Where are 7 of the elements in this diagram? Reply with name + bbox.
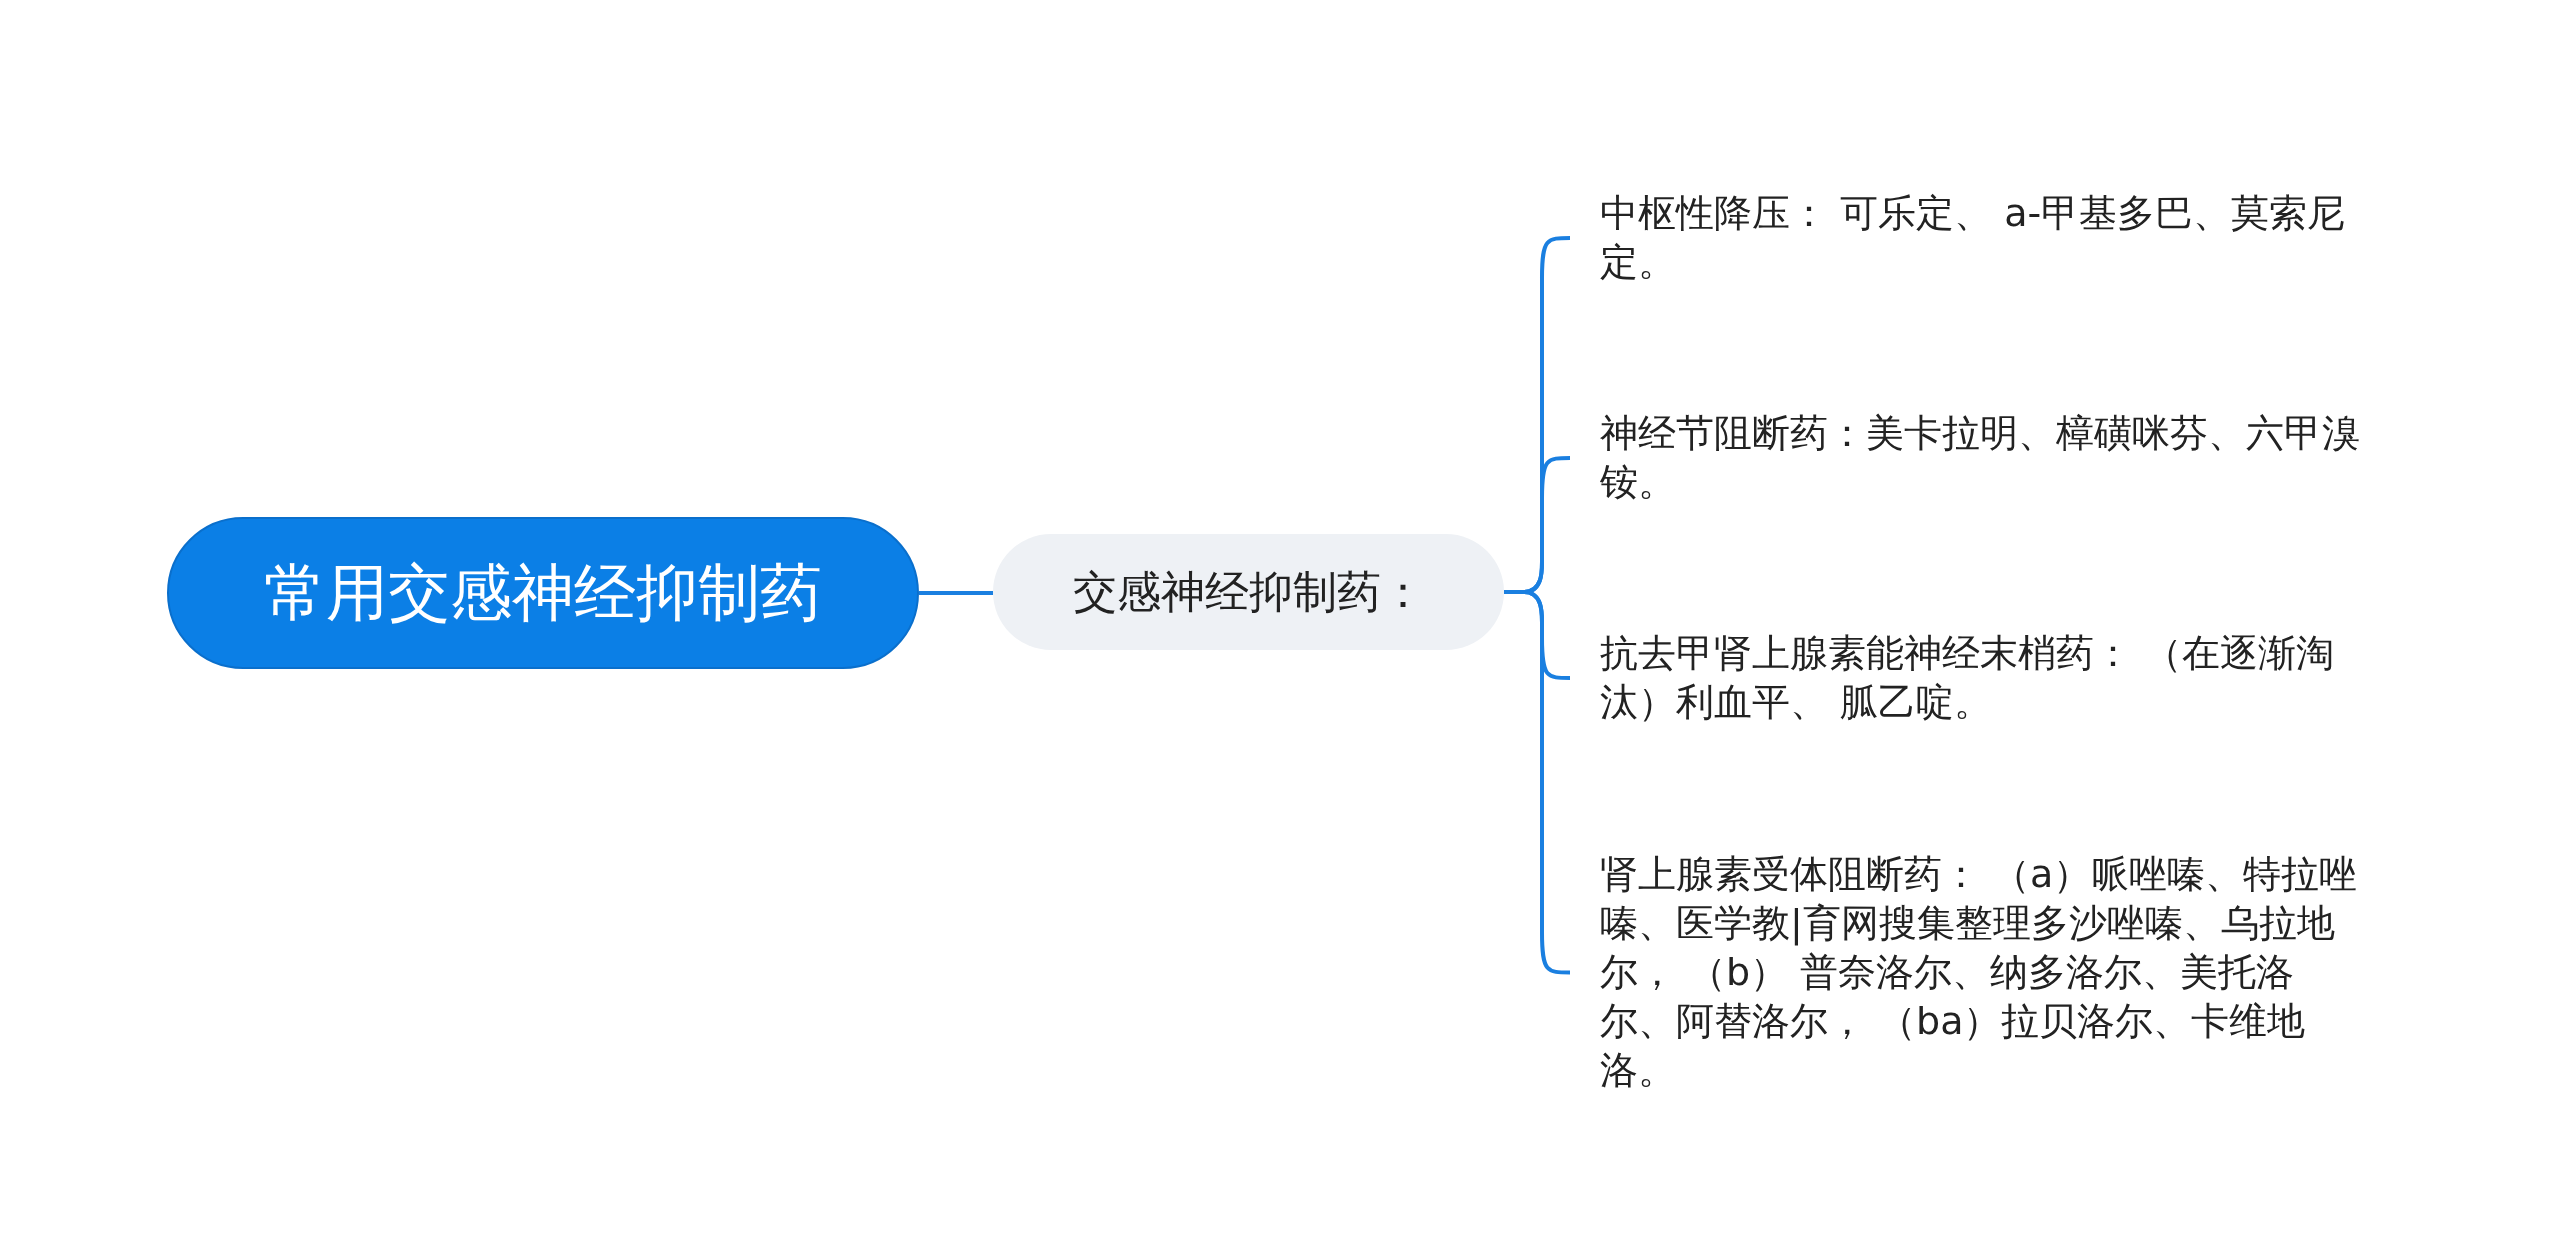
topic-text: 中枢性降压： 可乐定、 a-甲基多巴、莫索尼定。 [1600,190,2347,286]
topic-label: 交感神经抑制药： [1072,564,1425,619]
connector-line [919,591,993,595]
topic-text: 抗去甲肾上腺素能神经末梢药： （在逐渐淘汰）利血平、 胍乙啶。 [1600,630,2336,726]
topic-text: 肾上腺素受体阻断药： （a）哌唑嗪、特拉唑嗪、医学教|育网搜集整理多沙唑嗪、乌拉地尔， （b） 普奈洛尔、纳多洛尔、美托洛尔、阿替洛尔， （ba）拉贝洛尔、卡维地洛。 [1600,851,2359,1094]
topic-label: 常用交感神经抑制药 [264,555,822,631]
topic-text: 神经节阻断药：美卡拉明、樟磺咪芬、六甲溴铵。 [1600,410,2361,506]
